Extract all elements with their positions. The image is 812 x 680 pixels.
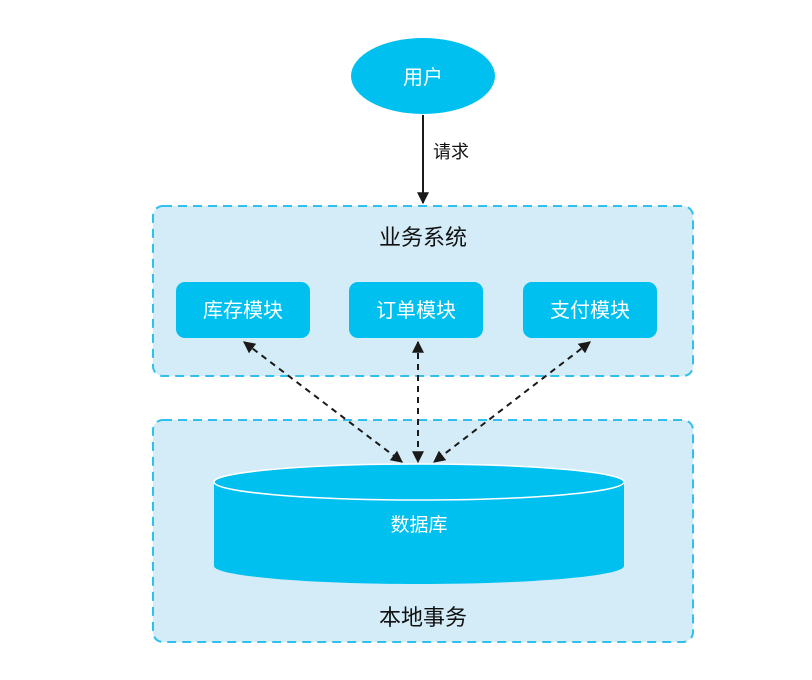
- module-inventory: 库存模块: [176, 282, 310, 338]
- module-payment: 支付模块: [523, 282, 657, 338]
- user-label: 用户: [403, 65, 443, 89]
- module-inventory-box: [176, 282, 310, 338]
- database-top: [213, 463, 625, 501]
- module-order-box: [349, 282, 483, 338]
- local-transaction-title: 本地事务: [379, 606, 467, 631]
- inventory-db-arrow: [243, 341, 403, 463]
- request-edge: 请求: [417, 115, 469, 205]
- user-node: 用户: [351, 38, 495, 114]
- module-payment-box: [523, 282, 657, 338]
- business-system-title: 业务系统: [379, 226, 467, 251]
- module-order-label: 订单模块: [376, 298, 456, 322]
- module-order: 订单模块: [349, 282, 483, 338]
- module-inventory-label: 库存模块: [203, 298, 283, 322]
- user-ellipse: [351, 38, 495, 114]
- request-label: 请求: [433, 142, 469, 163]
- database-body: [214, 482, 624, 584]
- module-payment-label: 支付模块: [550, 298, 630, 322]
- database-label: 数据库: [390, 514, 447, 536]
- database-cylinder: 数据库: [213, 463, 625, 584]
